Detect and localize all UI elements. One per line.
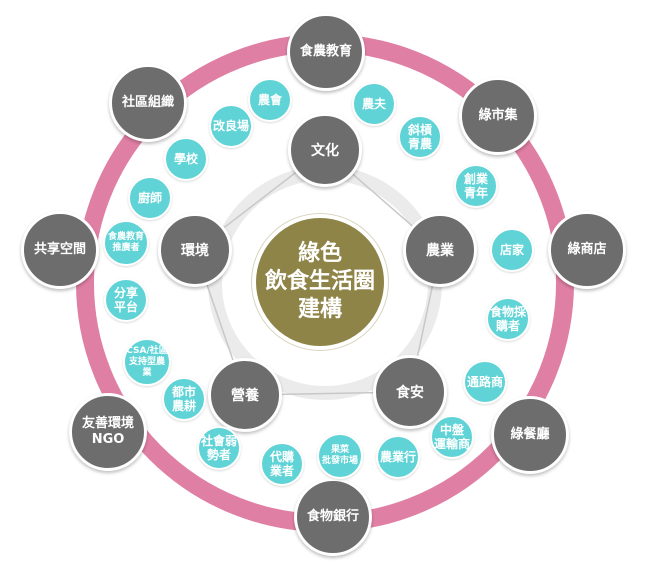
outer-node-shared-space: 共享空間: [21, 211, 99, 289]
outer-node-label: 綠餐廳: [510, 427, 550, 442]
actor-sharing-platform: 分享 平台: [104, 278, 148, 322]
outer-node-label: 綠市集: [478, 108, 518, 123]
actor-food-education-promoter: 食農教育 推廣者: [103, 220, 149, 266]
pillar-environment: 環境: [158, 213, 232, 287]
outer-node-label: 共享空間: [33, 242, 86, 257]
pillar-label: 環境: [181, 243, 209, 259]
actor-urban-farming: 都市 農耕: [162, 377, 206, 421]
actor-school: 學校: [164, 137, 208, 181]
actor-food-purchaser: 食物採 購者: [486, 297, 530, 341]
actor-label: 農夫: [361, 97, 386, 111]
center-hub: 綠色 飲食生活圈 建構: [252, 214, 388, 350]
actor-disadvantaged: 社會弱 勢者: [197, 426, 241, 470]
actor-label: CSA/社區 支持型農業: [126, 345, 168, 378]
actor-label: 食農教育 推廣者: [107, 232, 144, 253]
outer-node-label: 食農教育: [299, 44, 352, 59]
actor-label: 分享 平台: [113, 286, 138, 314]
outer-node-green-restaurant: 綠餐廳: [491, 396, 569, 474]
actor-label: 改良場: [212, 119, 249, 133]
actor-distributor: 通路商: [463, 360, 507, 404]
outer-node-label: 綠商店: [567, 242, 607, 257]
actor-agri-supply-store: 農業行: [376, 435, 420, 479]
actor-csa-community-supported-agriculture: CSA/社區 支持型農業: [123, 338, 171, 386]
actor-shop: 店家: [490, 228, 534, 272]
outer-node-label: 社區組織: [121, 95, 174, 110]
pillar-label: 食安: [396, 385, 424, 401]
actor-label: 食物採 購者: [489, 305, 526, 333]
actor-label: 店家: [499, 243, 524, 257]
outer-node-green-store: 綠商店: [548, 211, 626, 289]
pillar-label: 營養: [231, 388, 259, 404]
center-hub-label: 綠色 飲食生活圈 建構: [264, 241, 375, 322]
actor-purchasing-agent: 代購 業者: [260, 442, 304, 486]
actor-wholesale-market: 果菜 批發市場: [317, 433, 363, 479]
actor-chef: 廚師: [128, 176, 172, 220]
outer-node-community-organization: 社區組織: [109, 64, 187, 142]
actor-label: 創業 青年: [463, 172, 488, 200]
actor-label: 斜槓 青農: [407, 123, 432, 151]
actor-label: 農業行: [379, 450, 416, 464]
actor-label: 代購 業者: [269, 450, 294, 478]
actor-label: 廚師: [137, 191, 162, 205]
outer-node-label: 食物銀行: [306, 509, 359, 524]
outer-node-food-bank: 食物銀行: [294, 478, 372, 556]
actor-improvement-station: 改良場: [209, 104, 253, 148]
actor-label: 果菜 批發市場: [321, 445, 358, 466]
pillar-nutrition: 營養: [208, 358, 282, 432]
outer-node-label: 友善環境 NGO: [81, 416, 134, 447]
outer-node-green-market: 綠市集: [459, 77, 537, 155]
outer-node-friendly-environment-ngo: 友善環境 NGO: [69, 393, 147, 471]
actor-young-slash-farmer: 斜槓 青農: [398, 115, 442, 159]
pillar-label: 農業: [426, 243, 454, 259]
actor-farmer: 農夫: [352, 82, 396, 126]
actor-farmers-association: 農會: [248, 78, 292, 122]
pillar-food-safety: 食安: [373, 355, 447, 429]
actor-label: 都市 農耕: [171, 385, 196, 413]
pillar-label: 文化: [311, 143, 339, 159]
actor-young-entrepreneur: 創業 青年: [454, 164, 498, 208]
outer-node-food-education: 食農教育: [287, 13, 365, 91]
actor-label: 農會: [257, 93, 282, 107]
actor-label: 社會弱 勢者: [200, 434, 237, 462]
actor-label: 學校: [173, 152, 198, 166]
pillar-agriculture: 農業: [403, 213, 477, 287]
actor-label: 中盤 運輸商: [433, 423, 470, 451]
actor-label: 通路商: [466, 375, 503, 389]
pillar-culture: 文化: [288, 113, 362, 187]
actor-middle-transport: 中盤 運輸商: [430, 415, 474, 459]
